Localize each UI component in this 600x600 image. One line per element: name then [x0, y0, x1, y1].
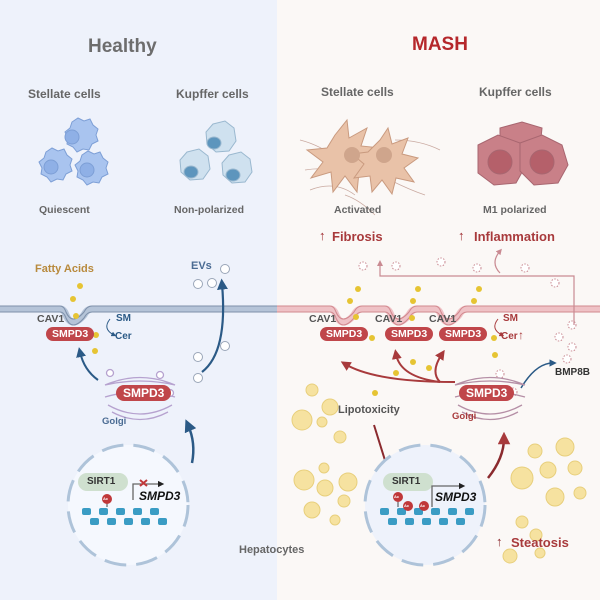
sm-cer-arrow	[106, 318, 117, 337]
healthy-kupffer-cells	[179, 120, 253, 184]
golgi-label: Golgi	[102, 416, 127, 427]
activated-stellate-cells	[299, 118, 441, 216]
nucleus-to-golgi-arrow-mash	[487, 431, 511, 479]
bmp8b-label: BMP8B	[555, 367, 591, 378]
m1-polarized-label: M1 polarized	[483, 204, 547, 216]
nucleus-to-golgi-arrow	[184, 419, 197, 464]
mash-cer-label: Cer	[501, 331, 518, 342]
healthy-stellate-cells	[38, 117, 109, 186]
mash-kupffer-label: Kupffer cells	[479, 85, 552, 99]
chromatin	[82, 508, 167, 525]
mash-title: MASH	[412, 34, 468, 55]
healthy-golgi	[104, 368, 176, 421]
mash-nucleus	[363, 443, 487, 567]
ev-inflammation-arrow	[494, 248, 502, 274]
ev-fibrosis-arrow	[377, 260, 575, 325]
healthy-title: Healthy	[88, 36, 157, 57]
ev-secretion-arrow	[201, 278, 228, 373]
sm-label: SM	[116, 313, 131, 324]
mash-sm-label: SM	[503, 313, 518, 324]
m1-kupffer-cells	[477, 121, 569, 186]
inflammation-label: Inflammation	[474, 229, 555, 244]
cav1-label-2: CAV1	[375, 313, 403, 325]
steatosis-label: Steatosis	[511, 535, 569, 550]
cav1-label-1: CAV1	[309, 313, 337, 325]
fatty-acid-dots	[70, 283, 99, 354]
acetyl-mark-2: Ac	[404, 503, 410, 508]
sm-cer-arrow-mash	[494, 318, 505, 337]
cer-label: Cer	[115, 331, 132, 342]
acetyl-mark: Ac	[103, 496, 109, 501]
smpd3-membrane-badge-2: SMPD3	[385, 327, 434, 341]
mash-sirt1-label: SIRT1	[392, 476, 421, 487]
sirt1-label: SIRT1	[87, 476, 116, 487]
cer-up-arrow: ↑	[518, 328, 524, 342]
healthy-nucleus	[66, 443, 190, 567]
bmp8b-arrow	[520, 359, 557, 389]
golgi-to-membrane-arrow	[76, 347, 99, 381]
cav1-label-3: CAV1	[429, 313, 457, 325]
healthy-stellate-label: Stellate cells	[28, 87, 101, 101]
mash-fatty-acid-dots	[347, 286, 498, 396]
healthy-membrane	[0, 305, 277, 326]
inflammation-up-arrow: ↑	[458, 228, 465, 243]
smpd3-gene-label: SMPD3	[139, 489, 181, 503]
hepatocytes-label: Hepatocytes	[239, 544, 305, 556]
fibrosis-up-arrow: ↑	[319, 228, 326, 243]
smpd3-membrane-badge: SMPD3	[46, 327, 95, 341]
golgi-to-membrane-arrows	[340, 349, 456, 383]
healthy-evs	[193, 264, 230, 383]
non-polarized-label: Non-polarized	[174, 204, 244, 216]
evs-label: EVs	[191, 260, 212, 272]
cav1-label: CAV1	[37, 313, 65, 325]
activated-label: Activated	[334, 204, 382, 216]
fatty-acids-label: Fatty Acids	[35, 263, 94, 275]
mash-smpd3-gene-label: SMPD3	[435, 490, 477, 504]
acetyl-mark-1: Ac	[394, 494, 400, 499]
smpd3-golgi-badge: SMPD3	[116, 385, 172, 401]
mash-smpd3-golgi-badge: SMPD3	[459, 385, 515, 401]
healthy-kupffer-label: Kupffer cells	[176, 87, 249, 101]
steatosis-up-arrow: ↑	[496, 534, 503, 549]
lipotoxicity-label: Lipotoxicity	[338, 404, 400, 416]
mash-membrane	[277, 305, 600, 326]
mash-stellate-label: Stellate cells	[321, 85, 394, 99]
lipid-droplets	[291, 383, 587, 564]
acetyl-mark-3: Ac	[420, 503, 426, 508]
smpd3-membrane-badge-3: SMPD3	[439, 327, 488, 341]
fibrosis-label: Fibrosis	[332, 229, 383, 244]
mash-golgi-label: Golgi	[452, 411, 477, 422]
quiescent-label: Quiescent	[39, 204, 90, 216]
smpd3-membrane-badge-1: SMPD3	[320, 327, 369, 341]
